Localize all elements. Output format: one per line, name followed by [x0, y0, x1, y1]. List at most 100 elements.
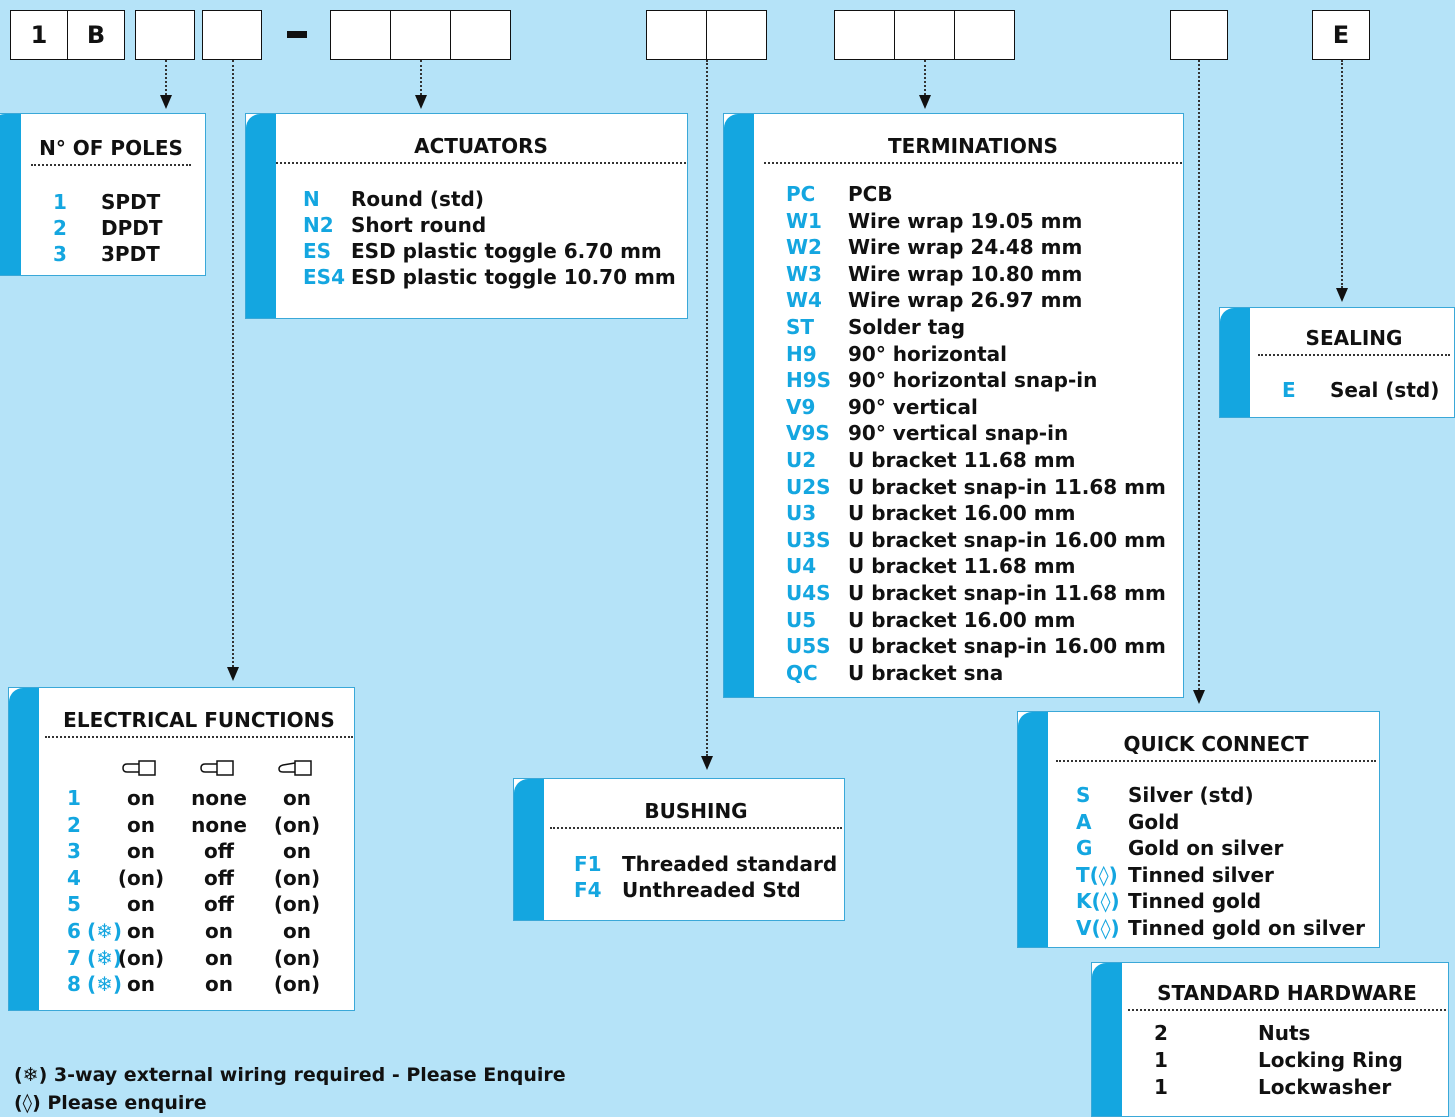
position-1-value: on	[127, 839, 155, 864]
hardware-title: STANDARD HARDWARE	[1128, 981, 1446, 1011]
position-3-value: (on)	[273, 945, 321, 970]
position-1-value: on	[127, 786, 155, 810]
position-1-value: (on)	[117, 945, 165, 970]
item-label: 90° vertical snap-in	[848, 421, 1069, 446]
item-code: U5S	[786, 634, 831, 659]
item-code: U3	[786, 501, 817, 526]
function-code: 4	[67, 865, 81, 890]
item-code: H9S	[786, 368, 832, 393]
code-cell-1: 1	[10, 10, 68, 60]
item-label: PCB	[848, 182, 893, 206]
function-code: 8	[67, 972, 81, 997]
code-cell-13	[1170, 10, 1228, 60]
item-code: U4	[786, 554, 817, 579]
list-item: H9S 90° horizontal snap-in	[786, 368, 1097, 392]
item-code: A	[1076, 809, 1092, 834]
toggle-left-icon	[122, 760, 156, 776]
leader-line-quick-connect	[1198, 60, 1200, 690]
code-cell-9	[706, 10, 767, 60]
list-item: PC PCB	[786, 182, 893, 206]
poles-title: N° OF POLES	[31, 136, 191, 166]
position-3-value: (on)	[273, 972, 321, 997]
leader-line-sealing	[1341, 60, 1343, 288]
code-cell-8	[646, 10, 707, 60]
leader-line-bushing	[706, 60, 708, 756]
item-code: V(◊)	[1076, 916, 1120, 940]
leader-line-poles	[165, 60, 167, 95]
item-label: Tinned gold on silver	[1128, 916, 1366, 940]
item-label: U bracket snap-in 11.68 mm	[848, 474, 1166, 499]
leader-line-actuators	[420, 60, 422, 95]
item-label: 90° vertical	[848, 394, 978, 419]
item-code: W3	[786, 261, 822, 286]
quick-connect-title: QUICK CONNECT	[1056, 732, 1376, 762]
code-cell-3	[135, 10, 195, 60]
wiring-note-symbol: (❄)	[87, 972, 123, 997]
item-code: K(◊)	[1076, 889, 1120, 914]
item-code: V9	[786, 394, 816, 419]
toggle-center-icon	[200, 760, 234, 776]
position-2-value: on	[205, 972, 233, 997]
code-cell-12	[954, 10, 1015, 60]
item-label: Wire wrap 10.80 mm	[848, 261, 1083, 286]
item-label: 90° horizontal snap-in	[848, 368, 1098, 393]
item-code: W4	[786, 288, 822, 313]
item-code: S	[1076, 783, 1091, 807]
item-code: PC	[786, 182, 816, 206]
arrow-bushing	[701, 756, 713, 770]
position-1-value: on	[127, 892, 155, 917]
footnote-enquire: (◊) Please enquire	[14, 1092, 207, 1114]
position-3-value: (on)	[273, 892, 321, 917]
item-label: Tinned gold	[1128, 889, 1262, 914]
position-2-value: off	[204, 865, 234, 890]
code-cell-5	[330, 10, 391, 60]
item-label: Gold	[1128, 809, 1180, 834]
arrow-terminations	[919, 95, 931, 109]
list-item: W3 Wire wrap 10.80 mm	[786, 262, 1082, 286]
position-2-value: on	[205, 919, 233, 943]
position-3-value: on	[283, 839, 311, 864]
item-code: QC	[786, 660, 818, 685]
position-3-value: (on)	[273, 812, 321, 837]
item-code: U3S	[786, 527, 831, 552]
function-code: 3	[67, 839, 81, 864]
arrow-electrical	[227, 667, 239, 681]
code-cell-10	[834, 10, 895, 60]
item-label: U bracket snap-in 16.00 mm	[848, 634, 1166, 659]
position-2-value: none	[191, 812, 247, 837]
position-2-value: none	[191, 786, 247, 810]
footnote-wiring: (❄) 3-way external wiring required - Ple…	[14, 1064, 566, 1086]
position-3-value: on	[283, 919, 311, 943]
item-label: Gold on silver	[1128, 836, 1284, 861]
function-code: 2	[67, 812, 81, 837]
position-2-value: on	[205, 945, 233, 970]
item-label: Silver (std)	[1128, 783, 1254, 807]
list-item: T(◊)Tinned silver	[1076, 863, 1274, 887]
wiring-note-symbol: (❄)	[87, 945, 123, 970]
item-code: U4S	[786, 581, 831, 605]
item-label: U bracket 16.00 mm	[848, 607, 1076, 632]
